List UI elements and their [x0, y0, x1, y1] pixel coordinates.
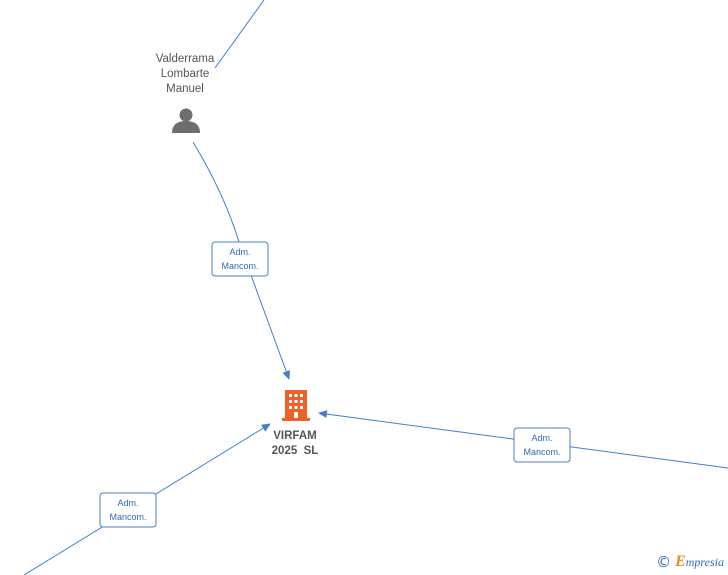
edge-label-line: Mancom.	[109, 512, 146, 522]
person-node[interactable]: Valderrama Lombarte Manuel	[156, 53, 215, 133]
building-icon	[282, 390, 310, 421]
brand-initial: E	[675, 553, 686, 570]
edge-label-person-company[interactable]: Adm. Mancom.	[211, 241, 269, 277]
person-name-line: Lombarte	[161, 68, 210, 80]
person-name-line: Valderrama	[156, 53, 215, 65]
company-node[interactable]: VIRFAM 2025 SL	[272, 390, 319, 457]
copyright-icon: ©	[656, 552, 672, 571]
edge-top-to-person	[214, 0, 265, 69]
person-name-line: Manuel	[166, 83, 204, 95]
edge-label-line: Adm.	[531, 433, 552, 443]
edge-label-bottomleft-company[interactable]: Adm. Mancom.	[99, 492, 157, 528]
person-icon	[172, 108, 200, 133]
edge-label-right-company[interactable]: Adm. Mancom.	[513, 427, 571, 463]
brand-rest: mpresia	[685, 555, 724, 569]
brand-logo: Empresia	[675, 553, 724, 571]
edge-label-line: Mancom.	[221, 261, 258, 271]
edge-label-line: Adm.	[117, 498, 138, 508]
edge-label-line: Mancom.	[523, 447, 560, 457]
company-name-line: 2025 SL	[272, 445, 319, 457]
company-name-line: VIRFAM	[273, 430, 316, 442]
empresia-watermark: © Empresia	[656, 553, 724, 571]
edge-label-line: Adm.	[229, 247, 250, 257]
